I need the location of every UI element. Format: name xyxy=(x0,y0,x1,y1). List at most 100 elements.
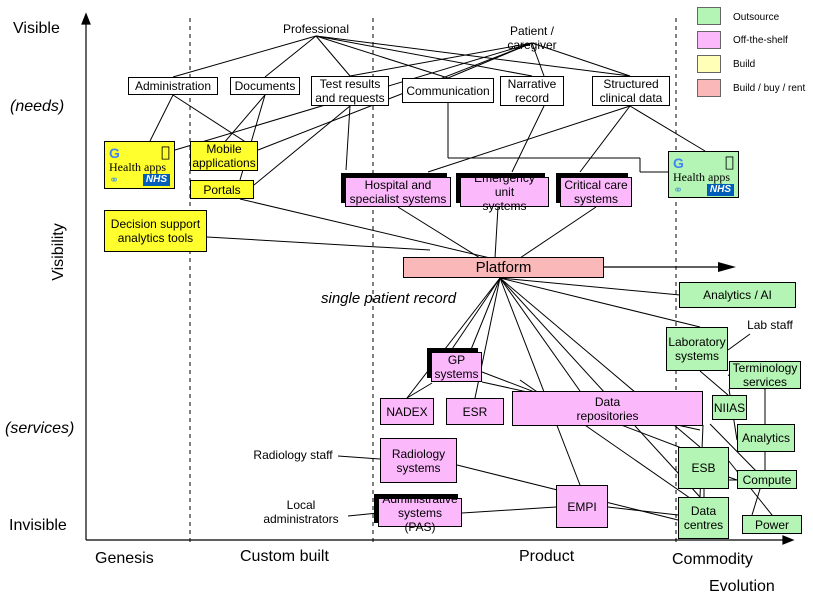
y-label-services: (services) xyxy=(5,420,75,437)
dependency-link xyxy=(751,488,761,516)
dependency-link xyxy=(347,512,379,517)
dependency-link xyxy=(257,42,533,151)
legend-label-build-buy-rent: Build / buy / rent xyxy=(733,83,806,94)
legend-swatch-off-the-shelf xyxy=(697,31,721,49)
dependency-link xyxy=(499,277,581,486)
compute: Compute xyxy=(737,470,797,489)
x-stage-commodity: Commodity xyxy=(672,551,753,568)
empi: EMPI xyxy=(556,485,608,528)
dependency-link xyxy=(406,277,501,399)
dependency-link xyxy=(494,206,499,259)
health-apps-left: G  Health apps ⚭ NHS xyxy=(104,141,175,189)
user-professional: Professional xyxy=(282,22,350,36)
y-axis-title: Visibility xyxy=(49,223,67,281)
y-axis-arrow xyxy=(81,12,91,25)
dependency-link xyxy=(499,277,681,296)
y-label-invisible: Invisible xyxy=(9,517,67,534)
user-patient-caregiver: Patient / caregiver xyxy=(507,24,557,52)
hospital-specialist-systems: Hospital and specialist systems xyxy=(345,177,451,207)
dependency-link xyxy=(499,277,701,498)
need-administration: Administration xyxy=(128,77,218,95)
health-apps-right: G  Health apps ⚭ NHS xyxy=(668,151,739,198)
legend-label-outsource: Outsource xyxy=(733,12,780,23)
dependency-link xyxy=(469,277,501,353)
decision-support-tools: Decision support analytics tools xyxy=(104,210,207,252)
y-label-visible: Visible xyxy=(13,20,60,37)
dependency-link xyxy=(511,105,545,173)
dependency-link xyxy=(499,277,581,392)
radiology-systems: Radiology systems xyxy=(380,438,457,483)
need-structured-clinical-data: Structured clinical data xyxy=(592,76,670,106)
dependency-link xyxy=(349,42,533,77)
analytics: Analytics xyxy=(737,424,795,452)
legend-label-build: Build xyxy=(733,59,756,70)
dependency-link xyxy=(519,206,597,259)
terminology-services: Terminology services xyxy=(729,361,801,389)
dependency-link xyxy=(315,35,449,79)
x-axis-arrow xyxy=(782,535,795,545)
dependency-link xyxy=(449,277,501,353)
dependency-link xyxy=(239,198,491,259)
legend-swatch-build xyxy=(697,55,721,73)
analytics-ai: Analytics / AI xyxy=(679,282,796,308)
esb: ESB xyxy=(678,447,729,489)
dependency-link xyxy=(406,382,433,399)
critical-care-systems: Critical care systems xyxy=(560,177,632,207)
apple-icon:  xyxy=(725,153,734,171)
administrative-systems: Administrative systems (PAS) xyxy=(378,492,462,534)
dependency-link xyxy=(315,35,351,77)
dependency-link xyxy=(461,506,557,514)
data-repositories: Data repositories xyxy=(512,391,703,426)
apple-icon:  xyxy=(161,143,170,161)
emergency-unit-systems: Emergency unit systems xyxy=(460,171,549,213)
need-communication: Communication xyxy=(402,78,494,103)
user-local-administrators: Local administrators xyxy=(263,498,339,526)
nadex: NADEX xyxy=(380,398,434,425)
esr: ESR xyxy=(446,398,504,425)
health-apps-left-label: Health apps xyxy=(109,160,166,174)
google-icon: G xyxy=(109,145,120,161)
need-narrative-record: Narrative record xyxy=(500,76,564,106)
x-stage-product: Product xyxy=(519,548,575,565)
dependency-link xyxy=(172,94,259,151)
x-stage-custom-built: Custom built xyxy=(240,548,329,565)
nhs-badge-icon: NHS xyxy=(142,174,170,186)
dependency-link xyxy=(206,236,431,251)
dependency-link xyxy=(315,35,533,77)
dependency-link xyxy=(264,35,317,78)
dependency-link xyxy=(172,35,317,78)
platform-evolution-arrow xyxy=(604,262,736,272)
dependency-link xyxy=(499,277,701,328)
y-label-needs: (needs) xyxy=(10,98,65,115)
dependency-link xyxy=(699,370,729,396)
google-icon: G xyxy=(673,155,684,171)
dependency-link xyxy=(315,35,631,77)
legend-swatch-outsource xyxy=(697,7,721,25)
user-radiology-staff: Radiology staff xyxy=(253,448,333,462)
dependency-link xyxy=(531,42,631,77)
dependency-link xyxy=(337,455,381,460)
dependency-link xyxy=(345,105,351,171)
legend-swatch-build-buy-rent xyxy=(697,79,721,97)
dependency-link xyxy=(149,94,174,142)
data-centres: Data centres xyxy=(678,497,729,539)
chain-link-icon: ⚭ xyxy=(109,173,120,187)
need-test-results: Test results and requests xyxy=(311,76,389,106)
dependency-link xyxy=(531,42,545,77)
nhs-badge-icon: NHS xyxy=(706,184,734,196)
need-documents: Documents xyxy=(230,77,300,95)
dependency-link xyxy=(709,423,761,476)
platform: Platform xyxy=(403,257,604,278)
axes xyxy=(81,12,795,545)
legend-label-off-the-shelf: Off-the-shelf xyxy=(733,35,788,46)
power: Power xyxy=(742,515,802,534)
portals: Portals xyxy=(190,180,254,199)
dependency-link xyxy=(579,105,631,173)
x-stage-genesis: Genesis xyxy=(95,550,154,567)
mobile-applications: Mobile applications xyxy=(190,141,258,171)
niias: NIIAS xyxy=(712,395,747,420)
health-apps-right-label: Health apps xyxy=(673,170,730,184)
laboratory-systems: Laboratory systems xyxy=(666,327,728,371)
user-lab-staff: Lab staff xyxy=(747,318,793,332)
dependency-link xyxy=(727,333,751,351)
